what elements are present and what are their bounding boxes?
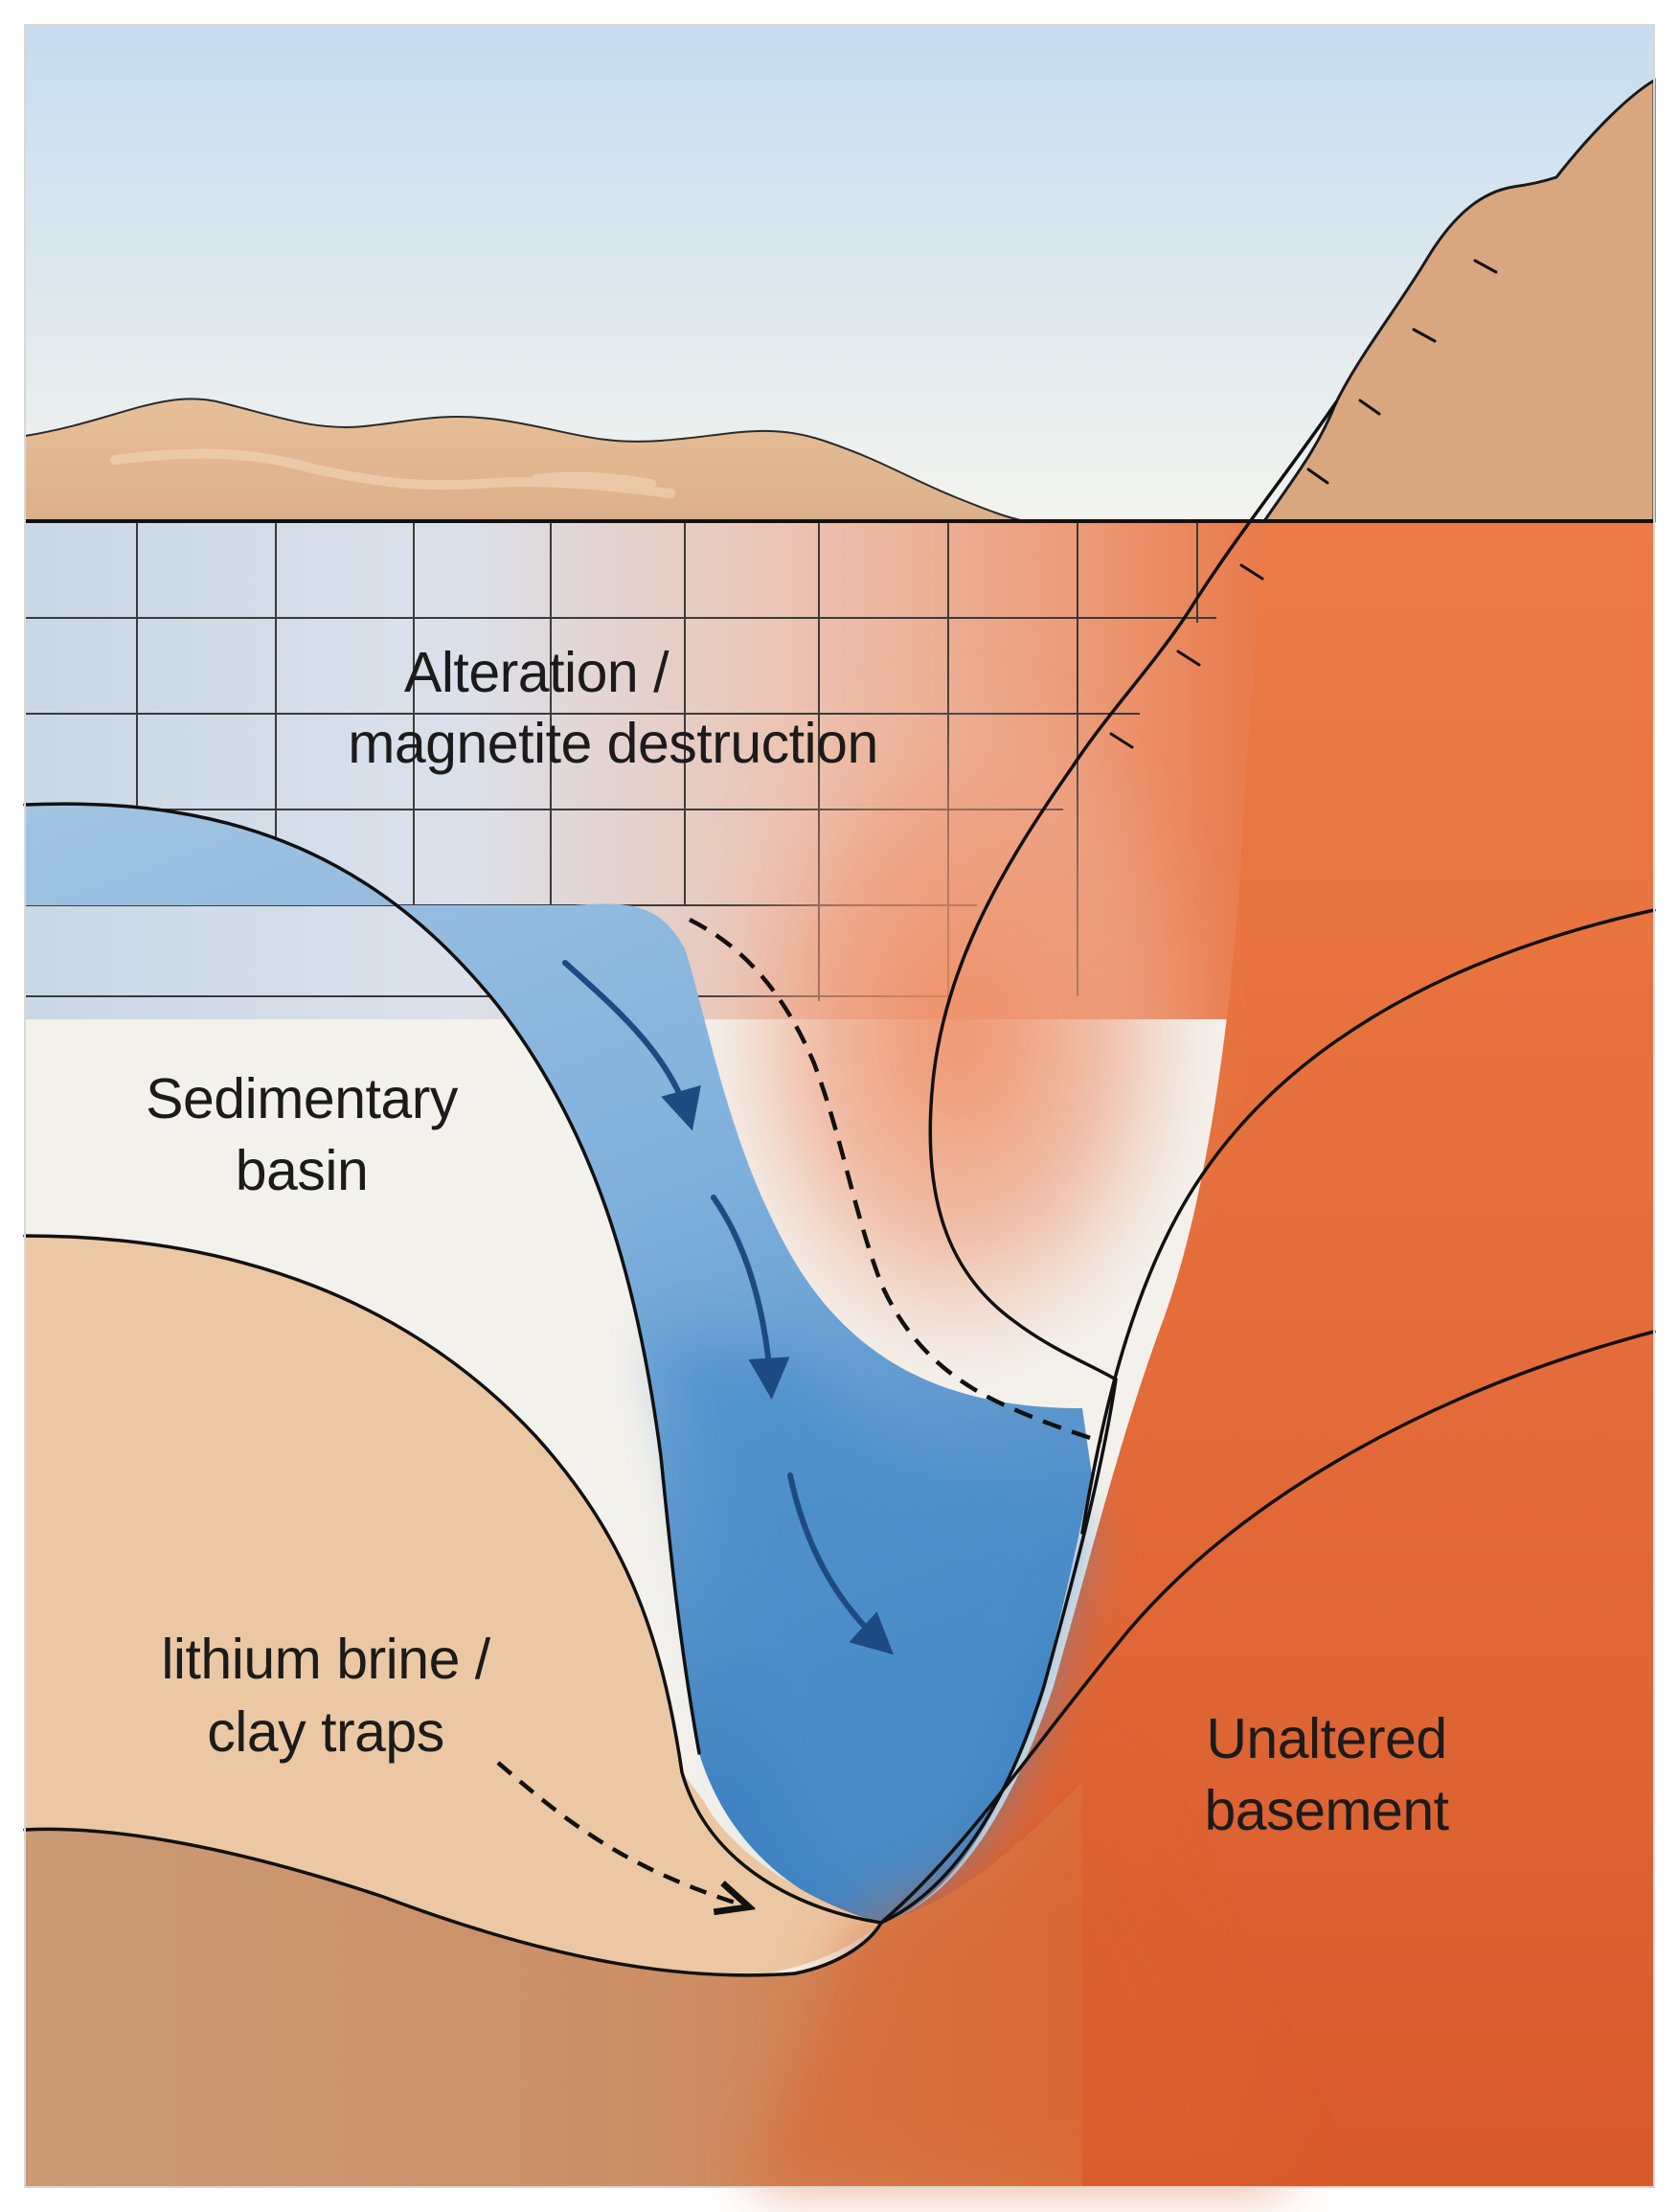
distant-hills: [24, 398, 1026, 522]
alteration-label: Alteration / magnetite destruction: [348, 641, 878, 775]
lithium-brine-label: lithium brine / clay traps: [161, 1628, 491, 1764]
fluid-flow-arrows: [562, 960, 894, 1655]
clay-trap-dashed-arrow: [496, 1761, 747, 1906]
clay-layer: [25, 1236, 881, 1979]
sedimentary-label-line2: basin: [236, 1139, 369, 1202]
alteration-label-line1: Alteration /: [404, 641, 669, 704]
flow-arrow-3: [787, 1472, 894, 1655]
unaltered-basement-label: Unaltered basement: [1204, 1707, 1449, 1842]
hill-highlight: [110, 448, 675, 498]
lithium-label-line2: clay traps: [207, 1700, 443, 1764]
fault-ticks: [1109, 259, 1498, 749]
layer-outlines: [23, 400, 1656, 1977]
frame-border: [24, 24, 1655, 2188]
mountain: [1261, 78, 1656, 523]
alteration-label-line2: magnetite destruction: [348, 712, 878, 775]
lithium-label-line1: lithium brine /: [161, 1628, 490, 1691]
unaltered-basement: [747, 521, 1654, 2187]
basement-label-line1: Unaltered: [1206, 1707, 1446, 1770]
sedimentary-label-line1: Sedimentary: [146, 1067, 459, 1130]
brown-to-orange-blend: [747, 1772, 1293, 2187]
flow-arrow-1: [562, 960, 701, 1131]
basement-label-line2: basement: [1204, 1779, 1448, 1842]
alteration-glow: [709, 690, 1207, 1380]
sedimentary-basin-label: Sedimentary basin: [146, 1067, 459, 1202]
flow-arrow-2: [711, 1195, 790, 1400]
